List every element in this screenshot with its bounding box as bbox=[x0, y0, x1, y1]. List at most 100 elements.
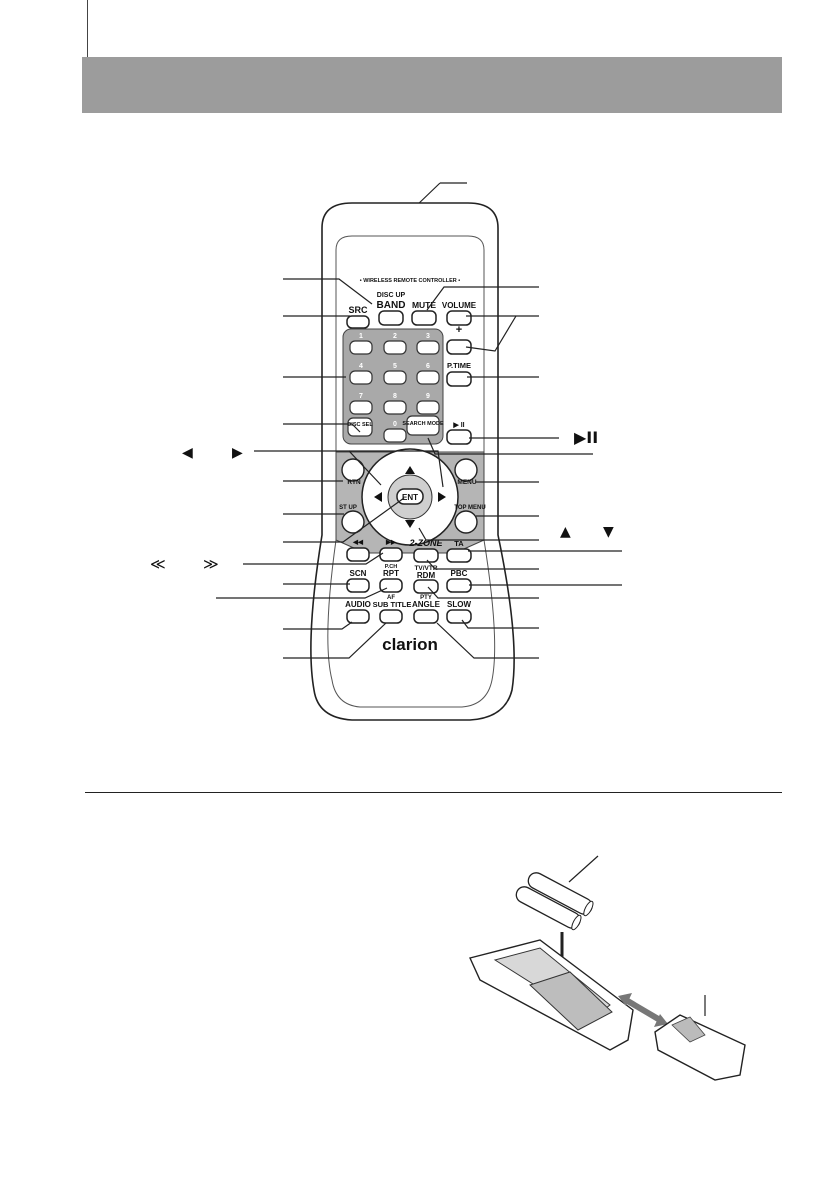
mute-button[interactable] bbox=[411, 310, 437, 326]
right-leaders bbox=[418, 286, 622, 659]
left-leaders bbox=[216, 278, 444, 659]
st-up-button[interactable] bbox=[341, 510, 365, 534]
digit-3-button[interactable] bbox=[416, 340, 440, 355]
top-menu-button[interactable] bbox=[454, 510, 478, 534]
two-zone-button[interactable] bbox=[413, 548, 439, 563]
volume-label: VOLUME bbox=[442, 301, 477, 310]
keypad-panel bbox=[342, 328, 444, 445]
battery-1 bbox=[515, 886, 582, 931]
rewind-label: ◀◀ bbox=[352, 539, 364, 546]
disc-sel-label: DISC SEL bbox=[347, 422, 373, 428]
scn-button[interactable] bbox=[346, 578, 370, 593]
digit-9-label: 9 bbox=[426, 393, 430, 400]
menu-button[interactable] bbox=[454, 458, 478, 482]
pty-label: PTY bbox=[420, 595, 432, 601]
rdm-label: RDM bbox=[417, 571, 436, 580]
digit-6-button[interactable] bbox=[416, 370, 440, 385]
ent-button[interactable] bbox=[396, 488, 424, 505]
scn-label: SCN bbox=[350, 569, 367, 578]
ptime-label: P.TIME bbox=[447, 361, 471, 370]
play-pause-button[interactable] bbox=[446, 429, 472, 445]
margin-line bbox=[87, 0, 88, 110]
brand-logo: clarion bbox=[382, 635, 438, 654]
fast-forward-button[interactable] bbox=[379, 547, 403, 562]
digit-7-label: 7 bbox=[359, 393, 363, 400]
af-label: AF bbox=[387, 595, 395, 601]
volume-plus-label: + bbox=[456, 324, 462, 336]
section-header-bar bbox=[82, 57, 782, 113]
dpad-right-icon[interactable] bbox=[438, 492, 446, 502]
digit-0-label: 0 bbox=[393, 421, 397, 428]
digit-6-label: 6 bbox=[426, 363, 430, 370]
mute-label: MUTE bbox=[412, 300, 436, 310]
search-mode-label: SEARCH MODE bbox=[402, 421, 444, 427]
digit-5-label: 5 bbox=[393, 363, 397, 370]
rpt-label: RPT bbox=[383, 569, 399, 578]
two-zone-label: 2-ZONE bbox=[408, 538, 443, 548]
dpad-up-icon[interactable] bbox=[405, 466, 415, 474]
battery-2 bbox=[527, 872, 594, 917]
digit-1-button[interactable] bbox=[349, 340, 373, 355]
play-pause-callout-icon: ▶II bbox=[574, 428, 598, 447]
rewind-callout-icon: ≪ bbox=[150, 555, 166, 573]
src-label: SRC bbox=[348, 305, 368, 315]
digit-0-button[interactable] bbox=[383, 428, 407, 443]
digit-5-button[interactable] bbox=[383, 370, 407, 385]
section-divider bbox=[85, 792, 782, 793]
battery-cover bbox=[654, 1014, 746, 1081]
dpad-down-icon[interactable] bbox=[405, 520, 415, 528]
dpad-left-icon[interactable] bbox=[374, 492, 382, 502]
right-callout-icon: ▶ bbox=[232, 445, 243, 461]
digit-2-label: 2 bbox=[393, 333, 397, 340]
digit-1-label: 1 bbox=[359, 333, 363, 340]
angle-label: ANGLE bbox=[412, 600, 441, 609]
ta-button[interactable] bbox=[446, 548, 472, 563]
pbc-button[interactable] bbox=[446, 578, 472, 593]
slow-label: SLOW bbox=[447, 600, 471, 609]
st-up-label: ST UP bbox=[339, 505, 357, 511]
audio-label: AUDIO bbox=[345, 600, 371, 609]
ent-label: ENT bbox=[402, 493, 418, 502]
angle-button[interactable] bbox=[413, 609, 439, 624]
digit-8-button[interactable] bbox=[383, 400, 407, 415]
band-button[interactable] bbox=[378, 310, 404, 326]
rtn-button[interactable] bbox=[341, 458, 365, 482]
left-callout-icon: ◀ bbox=[182, 445, 193, 461]
digit-8-label: 8 bbox=[393, 393, 397, 400]
digit-4-button[interactable] bbox=[349, 370, 373, 385]
pch-label: P.CH bbox=[385, 564, 397, 570]
ta-label: TA bbox=[454, 539, 464, 548]
subtitle-button[interactable] bbox=[379, 609, 403, 624]
up-callout-icon: ▲ bbox=[560, 524, 571, 540]
digit-7-button[interactable] bbox=[349, 400, 373, 415]
pbc-label: PBC bbox=[451, 569, 468, 578]
rewind-button[interactable] bbox=[346, 547, 370, 562]
digit-3-label: 3 bbox=[426, 333, 430, 340]
slow-button[interactable] bbox=[446, 609, 472, 624]
digit-4-label: 4 bbox=[359, 363, 363, 370]
volume-up-button[interactable] bbox=[446, 310, 472, 326]
digit-9-button[interactable] bbox=[416, 400, 440, 415]
search-mode-button[interactable] bbox=[406, 415, 440, 436]
tvvtr-label: TV/VTR bbox=[414, 565, 437, 572]
disc-up-label: DISC UP bbox=[377, 292, 406, 299]
audio-button[interactable] bbox=[346, 609, 370, 624]
subtitle-label: SUB TITLE bbox=[373, 600, 412, 609]
down-callout-icon: ▼ bbox=[603, 524, 614, 540]
disc-sel-button[interactable] bbox=[347, 417, 373, 437]
top-menu-label: TOP MENU bbox=[454, 505, 485, 511]
fast-forward-callout-icon: ≫ bbox=[203, 555, 219, 573]
menu-label: MENU bbox=[457, 479, 476, 486]
digit-2-button[interactable] bbox=[383, 340, 407, 355]
fast-forward-label: ▶▶ bbox=[385, 539, 397, 546]
rdm-button[interactable] bbox=[413, 579, 439, 594]
remote-face-outline bbox=[327, 235, 496, 708]
volume-down-button[interactable] bbox=[446, 339, 472, 355]
battery-illustration bbox=[469, 855, 746, 1081]
src-button[interactable] bbox=[346, 315, 370, 329]
ptime-button[interactable] bbox=[446, 371, 472, 387]
band-label: BAND bbox=[377, 300, 406, 311]
wireless-strip-text: • WIRELESS REMOTE CONTROLLER • bbox=[360, 278, 460, 284]
play-pause-label: ▶ II bbox=[452, 422, 464, 429]
